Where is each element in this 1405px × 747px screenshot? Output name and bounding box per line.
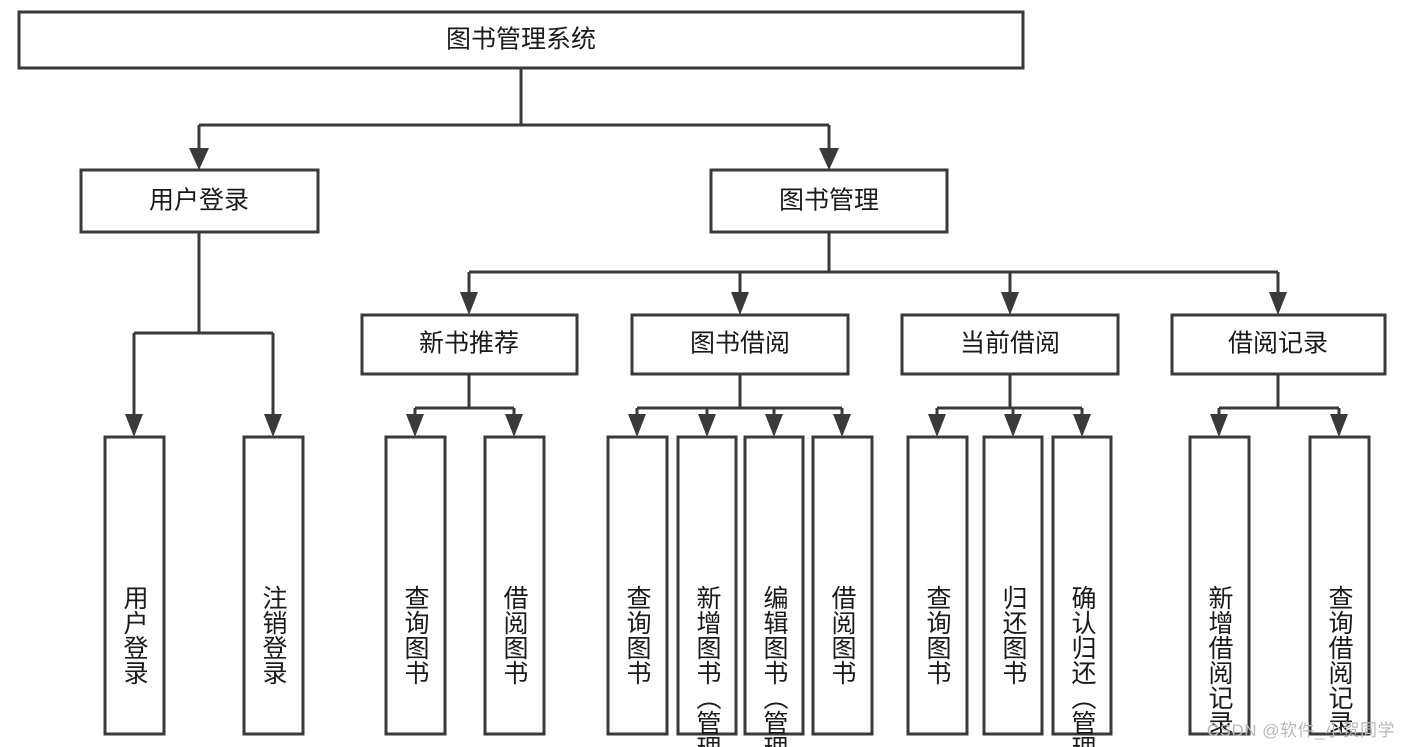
node-leaf-edit-book-admin-box[interactable]: [743, 435, 805, 736]
node-current-borrow[interactable]: 当前借阅: [900, 313, 1120, 376]
node-leaf-query-book-rec[interactable]: 查询图书: [384, 435, 447, 736]
node-leaf-confirm-return-admin-label: 确认归还（管理员）: [1068, 585, 1097, 747]
node-leaf-logout-login-box[interactable]: [242, 435, 305, 736]
node-leaf-query-book-rec-box[interactable]: [384, 435, 447, 736]
node-leaf-confirm-return-admin-box[interactable]: [1051, 435, 1113, 736]
node-leaf-add-book-admin[interactable]: 新增图书（管理员）: [676, 435, 738, 747]
arrow-head-book-borrow: [731, 292, 749, 315]
node-leaf-query-book-borrow-box[interactable]: [606, 435, 669, 736]
node-user-login-label: 用户登录: [149, 187, 249, 215]
arrow-head-current-borrow: [1001, 292, 1019, 315]
node-borrow-record-label: 借阅记录: [1228, 330, 1328, 358]
node-borrow-record-box[interactable]: [1170, 313, 1387, 376]
arrow-head-user-login: [189, 148, 209, 170]
node-user-login[interactable]: 用户登录: [79, 168, 320, 234]
node-book-manage-label: 图书管理: [779, 187, 879, 215]
node-leaf-return-book[interactable]: 归还图书: [982, 435, 1044, 736]
node-leaf-borrow-book-rec[interactable]: 借阅图书: [483, 435, 546, 736]
node-leaf-query-book-rec-label: 查询图书: [401, 585, 430, 685]
node-leaf-add-borrow-record[interactable]: 新增借阅记录: [1188, 435, 1251, 736]
connector-group-borrow-record: [1210, 374, 1348, 437]
node-leaf-borrow-book[interactable]: 借阅图书: [811, 435, 874, 736]
arrow-head-leaf-confirm-return-admin: [1073, 414, 1091, 437]
node-current-borrow-box[interactable]: [900, 313, 1120, 376]
node-leaf-edit-book-admin-label: 编辑图书（管理员）: [760, 585, 789, 747]
node-leaf-query-borrow-record[interactable]: 查询借阅记录: [1308, 435, 1371, 736]
node-leaf-user-login-label: 用户登录: [120, 585, 149, 685]
node-leaf-return-book-box[interactable]: [982, 435, 1044, 736]
arrow-head-leaf-query-book-borrow: [628, 414, 646, 437]
arrow-head-leaf-borrow-book-rec: [505, 414, 523, 437]
arrow-head-leaf-query-borrow-record: [1330, 414, 1348, 437]
arrow-head-new-book-recommend: [460, 292, 478, 315]
node-leaf-logout-login-label: 注销登录: [259, 585, 288, 685]
node-leaf-confirm-return-admin[interactable]: 确认归还（管理员）: [1051, 435, 1113, 747]
node-leaf-query-book-current-box[interactable]: [906, 435, 969, 736]
node-leaf-add-book-admin-box[interactable]: [676, 435, 738, 736]
node-leaf-borrow-book-label: 借阅图书: [828, 585, 857, 685]
node-book-borrow-box[interactable]: [630, 313, 850, 376]
csdn-watermark: CSDN @软件_小贺同学: [1206, 721, 1395, 740]
node-current-borrow-label: 当前借阅: [960, 330, 1060, 358]
arrow-head-leaf-query-book-current: [928, 414, 946, 437]
connector-group-root: [189, 68, 839, 170]
node-root[interactable]: 图书管理系统: [17, 10, 1025, 70]
node-leaf-user-login[interactable]: 用户登录: [103, 435, 166, 736]
node-root-box[interactable]: [17, 10, 1025, 70]
node-book-manage[interactable]: 图书管理: [709, 168, 949, 234]
node-user-login-box[interactable]: [79, 168, 320, 234]
node-leaf-query-book-current[interactable]: 查询图书: [906, 435, 969, 736]
connector-group-book-manage: [460, 232, 1287, 315]
node-leaf-query-book-current-label: 查询图书: [923, 585, 952, 685]
node-leaf-borrow-book-rec-box[interactable]: [483, 435, 546, 736]
connector-group-user-login: [125, 232, 282, 437]
connector-group-book-borrow: [628, 374, 851, 437]
node-new-book-recommend[interactable]: 新书推荐: [360, 313, 579, 376]
node-leaf-query-book-borrow-label: 查询图书: [623, 585, 652, 685]
arrow-head-leaf-query-book-rec: [406, 414, 424, 437]
arrow-head-borrow-record: [1269, 292, 1287, 315]
node-book-borrow[interactable]: 图书借阅: [630, 313, 850, 376]
arrow-head-leaf-add-book-admin: [698, 414, 716, 437]
node-leaf-return-book-label: 归还图书: [999, 585, 1028, 685]
node-leaf-query-borrow-record-box[interactable]: [1308, 435, 1371, 736]
node-leaf-add-borrow-record-label: 新增借阅记录: [1205, 585, 1234, 735]
node-leaf-borrow-book-rec-label: 借阅图书: [500, 585, 529, 685]
node-leaf-query-book-borrow[interactable]: 查询图书: [606, 435, 669, 736]
node-leaf-logout-login[interactable]: 注销登录: [242, 435, 305, 736]
node-new-book-recommend-label: 新书推荐: [419, 330, 519, 358]
node-book-manage-box[interactable]: [709, 168, 949, 234]
arrow-head-book-manage: [819, 148, 839, 170]
arrow-head-leaf-edit-book-admin: [765, 414, 783, 437]
node-leaf-add-borrow-record-box[interactable]: [1188, 435, 1251, 736]
node-leaf-edit-book-admin[interactable]: 编辑图书（管理员）: [743, 435, 805, 747]
arrow-head-leaf-return-book: [1004, 414, 1022, 437]
connector-group-new-book-recommend: [406, 374, 523, 437]
node-book-borrow-label: 图书借阅: [690, 330, 790, 358]
arrow-head-leaf-user-login: [125, 414, 143, 437]
node-leaf-add-book-admin-label: 新增图书（管理员）: [693, 585, 722, 747]
node-new-book-recommend-box[interactable]: [360, 313, 579, 376]
node-leaf-query-borrow-record-label: 查询借阅记录: [1325, 585, 1354, 735]
node-root-label: 图书管理系统: [446, 26, 596, 54]
arrow-head-leaf-logout-login: [264, 414, 282, 437]
connector-group-current-borrow: [928, 374, 1091, 437]
arrow-head-leaf-add-borrow-record: [1210, 414, 1228, 437]
node-leaf-user-login-box[interactable]: [103, 435, 166, 736]
node-leaf-borrow-book-box[interactable]: [811, 435, 874, 736]
node-borrow-record[interactable]: 借阅记录: [1170, 313, 1387, 376]
arrow-head-leaf-borrow-book: [833, 414, 851, 437]
